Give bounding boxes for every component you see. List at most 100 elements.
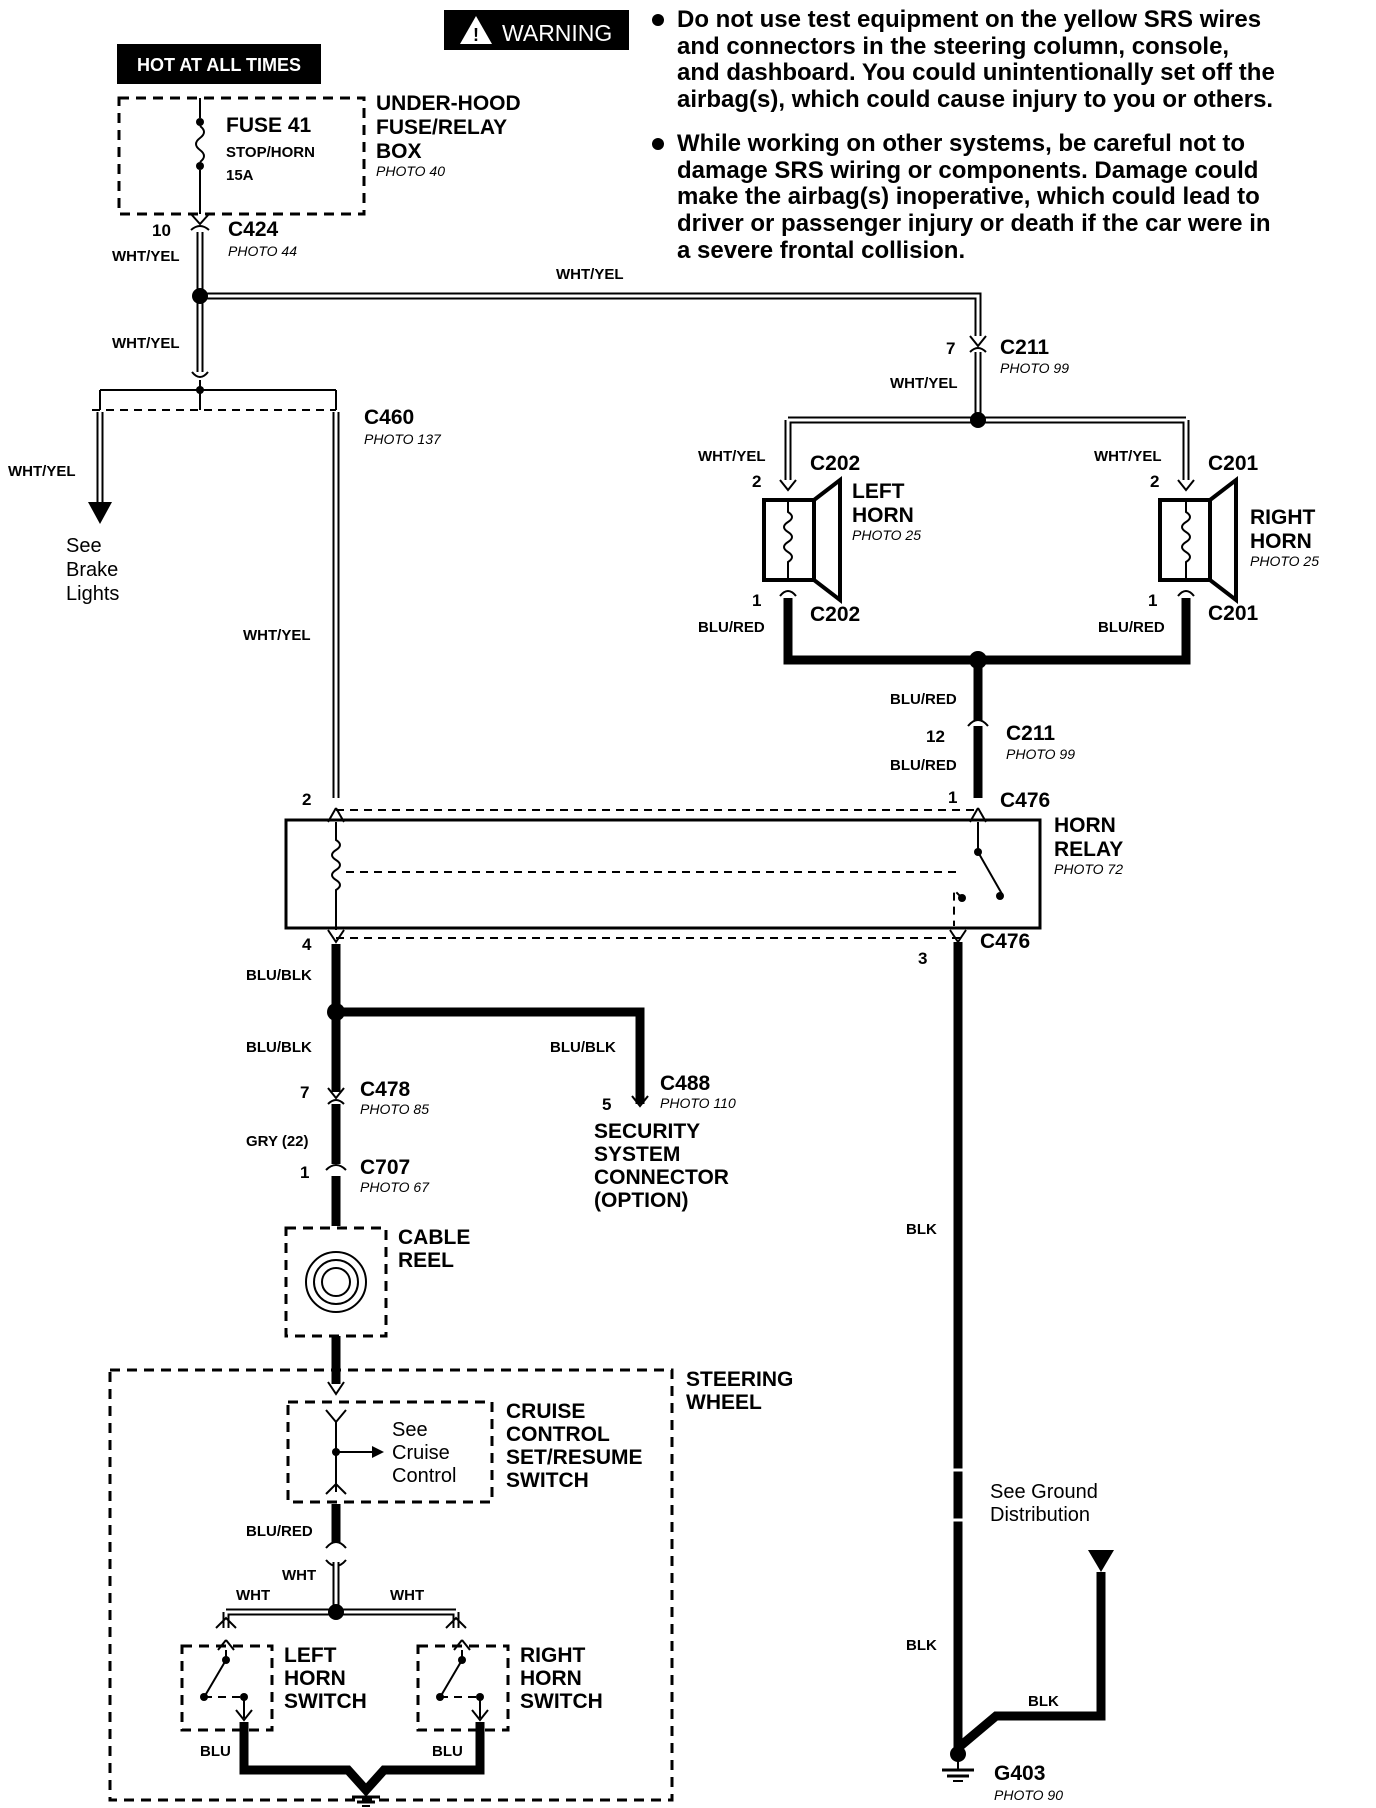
warning-2-line-3: make the airbag(s) inoperative, which co… [677,183,1260,210]
wire-label: BLK [906,1637,937,1654]
cruise-ref-1: See [392,1419,428,1441]
c202-top-name: C202 [810,452,860,475]
right-horn-switch [416,1644,510,1732]
ground-ref-2: Distribution [990,1504,1090,1526]
cruise-switch-label-1: CRUISE [506,1400,585,1423]
c460-photo: PHOTO 137 [364,431,442,447]
left-horn-photo: PHOTO 25 [852,527,921,543]
security-label-2: SYSTEM [594,1143,680,1166]
cable-reel-label-1: CABLE [398,1226,470,1249]
warning-1-line-1: Do not use test equipment on the yellow … [677,6,1261,33]
c202-bot-pin: 1 [752,591,761,610]
c211-top-pin: 7 [946,339,955,358]
cruise-ref-3: Control [392,1465,456,1487]
warning-1-line-2: and connectors in the steering column, c… [677,33,1229,60]
wire-label: BLU/RED [890,757,957,774]
wire-label: BLU/RED [1098,619,1165,636]
c211-bot-pin: 12 [926,727,945,746]
left-switch-label-3: SWITCH [284,1690,367,1713]
warning-1-line-4: airbag(s), which could cause injury to y… [677,86,1273,113]
fuse-relay-box [117,96,366,216]
c707-name: C707 [360,1156,410,1179]
wire-label: WHT/YEL [698,448,766,465]
warning-2-line-5: a severe frontal collision. [677,237,965,264]
switch-icon [205,1639,235,1695]
c476-top-name: C476 [1000,789,1050,812]
box-photo: PHOTO 40 [376,163,445,179]
wire-wht-yel [784,352,1190,480]
steering-wheel-label-1: STEERING [686,1368,793,1391]
horn-icon [1208,475,1238,605]
fuse-name: FUSE 41 [226,114,312,137]
left-horn-label-2: HORN [852,504,914,527]
c707-pin: 1 [300,1163,309,1182]
c424-photo: PHOTO 44 [228,243,297,259]
c707-photo: PHOTO 67 [360,1179,430,1195]
svg-text:!: ! [473,25,479,45]
wire-label: BLK [906,1221,937,1238]
c201-top-pin: 2 [1150,472,1159,491]
warning-badge-label: WARNING [502,20,612,46]
wire-label: BLU/RED [698,619,765,636]
wire-label: WHT/YEL [1094,448,1162,465]
right-horn-photo: PHOTO 25 [1250,553,1319,569]
splice [327,1003,345,1021]
box-label-1: UNDER-HOOD [376,92,521,115]
right-horn-label-2: HORN [1250,530,1312,553]
c424-name: C424 [228,218,279,241]
c201-top-name: C201 [1208,452,1259,475]
wire-label: BLU/RED [890,691,957,708]
wire-label: BLU [200,1743,231,1760]
arrow-down-icon [88,502,112,524]
c201-bot-pin: 1 [1148,591,1157,610]
cruise-switch-label-3: SET/RESUME [506,1446,643,1469]
c201-bot-name: C201 [1208,602,1259,625]
cruise-switch [286,1400,494,1504]
wire-label: WHT/YEL [112,248,180,265]
c476-top-pin-left: 2 [302,790,311,809]
ground-name: G403 [994,1762,1045,1785]
wire-label: GRY (22) [246,1133,309,1150]
wire-label: WHT/YEL [890,375,958,392]
warning-2-line-1: While working on other systems, be caref… [677,130,1245,157]
cable-reel [284,1226,388,1338]
warning-2-line-4: driver or passenger injury or death if t… [677,210,1271,237]
cable-reel-label-2: REEL [398,1249,454,1272]
fuse-icon [195,125,205,163]
splice [969,651,987,669]
splice [328,1604,344,1620]
wire-label: BLU/BLK [246,1039,312,1056]
c476-bot-pin-right: 3 [918,949,927,968]
wire-label: WHT/YEL [112,335,180,352]
horn-icon [812,475,842,605]
c202-bot-name: C202 [810,603,860,626]
splice [970,412,986,428]
left-switch-label-1: LEFT [284,1644,337,1667]
wire-label: WHT [236,1587,270,1604]
box-label-3: BOX [376,140,422,163]
horn-relay-label-1: HORN [1054,814,1116,837]
c211-bot-photo: PHOTO 99 [1006,746,1075,762]
brake-ref-1: See [66,535,102,557]
ground-ref-1: See Ground [990,1481,1098,1503]
cruise-switch-label-4: SWITCH [506,1469,589,1492]
security-label-3: CONNECTOR [594,1166,729,1189]
ground-icon [352,1788,380,1807]
bullet-icon [652,14,664,26]
wire-label: BLU/BLK [246,967,312,984]
c488-photo: PHOTO 110 [660,1095,736,1111]
c211-top-name: C211 [1000,336,1049,359]
c202-top-pin: 2 [752,472,761,491]
horn-relay-label-2: RELAY [1054,838,1123,861]
left-switch-label-2: HORN [284,1667,346,1690]
steering-wheel-box [108,1368,674,1802]
right-switch-label-3: SWITCH [520,1690,603,1713]
c476-bot-name: C476 [980,930,1030,953]
wire-blk [955,1572,1106,1752]
c488-pin: 5 [602,1095,611,1114]
c478-name: C478 [360,1078,411,1101]
ground-icon [942,1746,974,1782]
security-label-4: (OPTION) [594,1189,689,1212]
wire-label: WHT [390,1587,424,1604]
relay-coil-icon [331,822,341,930]
